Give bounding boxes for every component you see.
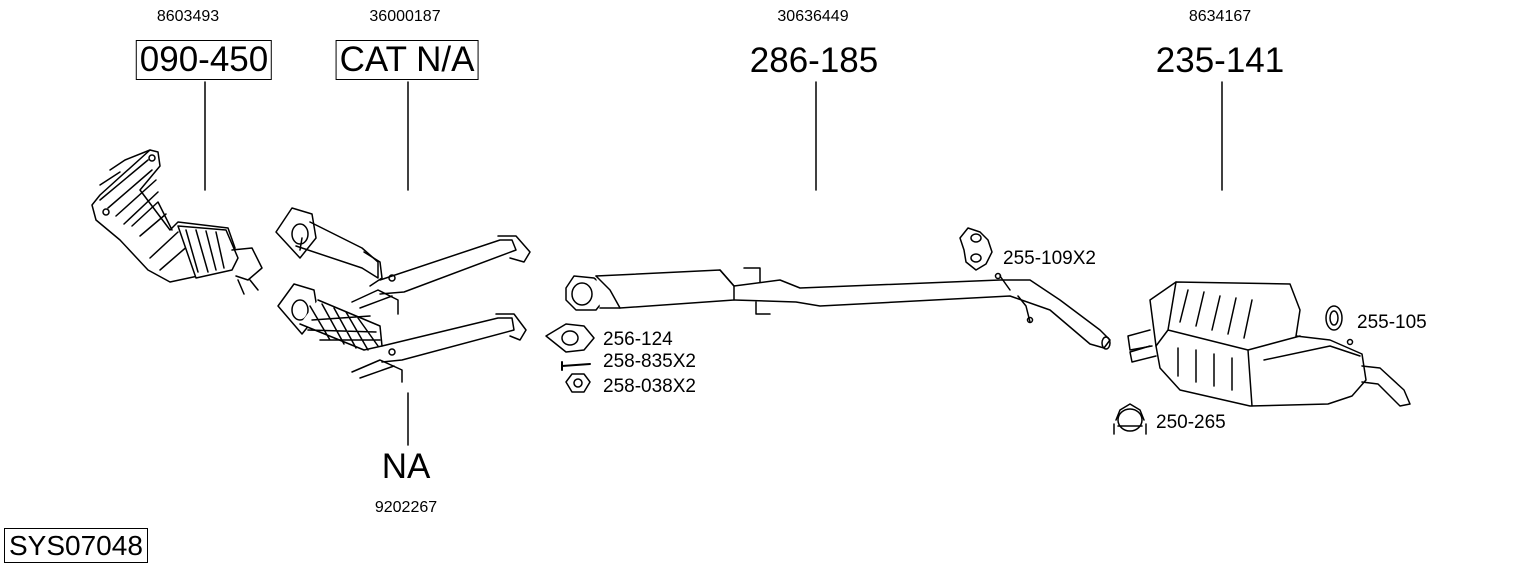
nut-icon <box>565 373 591 393</box>
accessory-label-ring[interactable]: 255-105 <box>1357 312 1427 333</box>
accessory-label-gasket[interactable]: 256-124 <box>603 329 673 350</box>
part-number-rear-silencer[interactable]: 235-141 <box>1155 41 1285 80</box>
leader-lines <box>204 81 1223 446</box>
accessory-label-nut[interactable]: 258-038X2 <box>603 376 696 397</box>
accessory-label-bolt[interactable]: 258-835X2 <box>603 351 696 372</box>
clamp-icon <box>1113 403 1147 435</box>
system-id-label: SYS07048 <box>4 528 148 563</box>
accessory-label-hanger[interactable]: 255-109X2 <box>1003 248 1096 269</box>
oe-number-manifold: 8603493 <box>156 8 220 25</box>
gasket-icon <box>545 323 595 353</box>
part-number-manifold[interactable]: 090-450 <box>135 40 273 80</box>
bolt-icon <box>561 361 591 371</box>
part-number-middle-pipe[interactable]: 286-185 <box>749 41 879 80</box>
oe-number-cat: 36000187 <box>369 8 441 25</box>
accessory-label-clamp[interactable]: 250-265 <box>1156 412 1226 433</box>
oe-number-rear-silencer: 8634167 <box>1188 8 1252 25</box>
catalyst-alt-icon <box>277 283 527 383</box>
oe-number-cat-alt: 9202267 <box>374 499 438 516</box>
rear-silencer-icon <box>1127 281 1411 407</box>
rubber-ring-icon <box>1325 305 1343 331</box>
middle-pipe-icon <box>565 267 1111 350</box>
catalyst-icon <box>275 207 531 315</box>
part-number-cat[interactable]: CAT N/A <box>335 40 479 80</box>
rubber-hanger-icon <box>959 227 993 271</box>
manifold-icon <box>91 149 263 295</box>
part-number-cat-alt[interactable]: NA <box>381 447 431 486</box>
oe-number-middle-pipe: 30636449 <box>777 8 849 25</box>
